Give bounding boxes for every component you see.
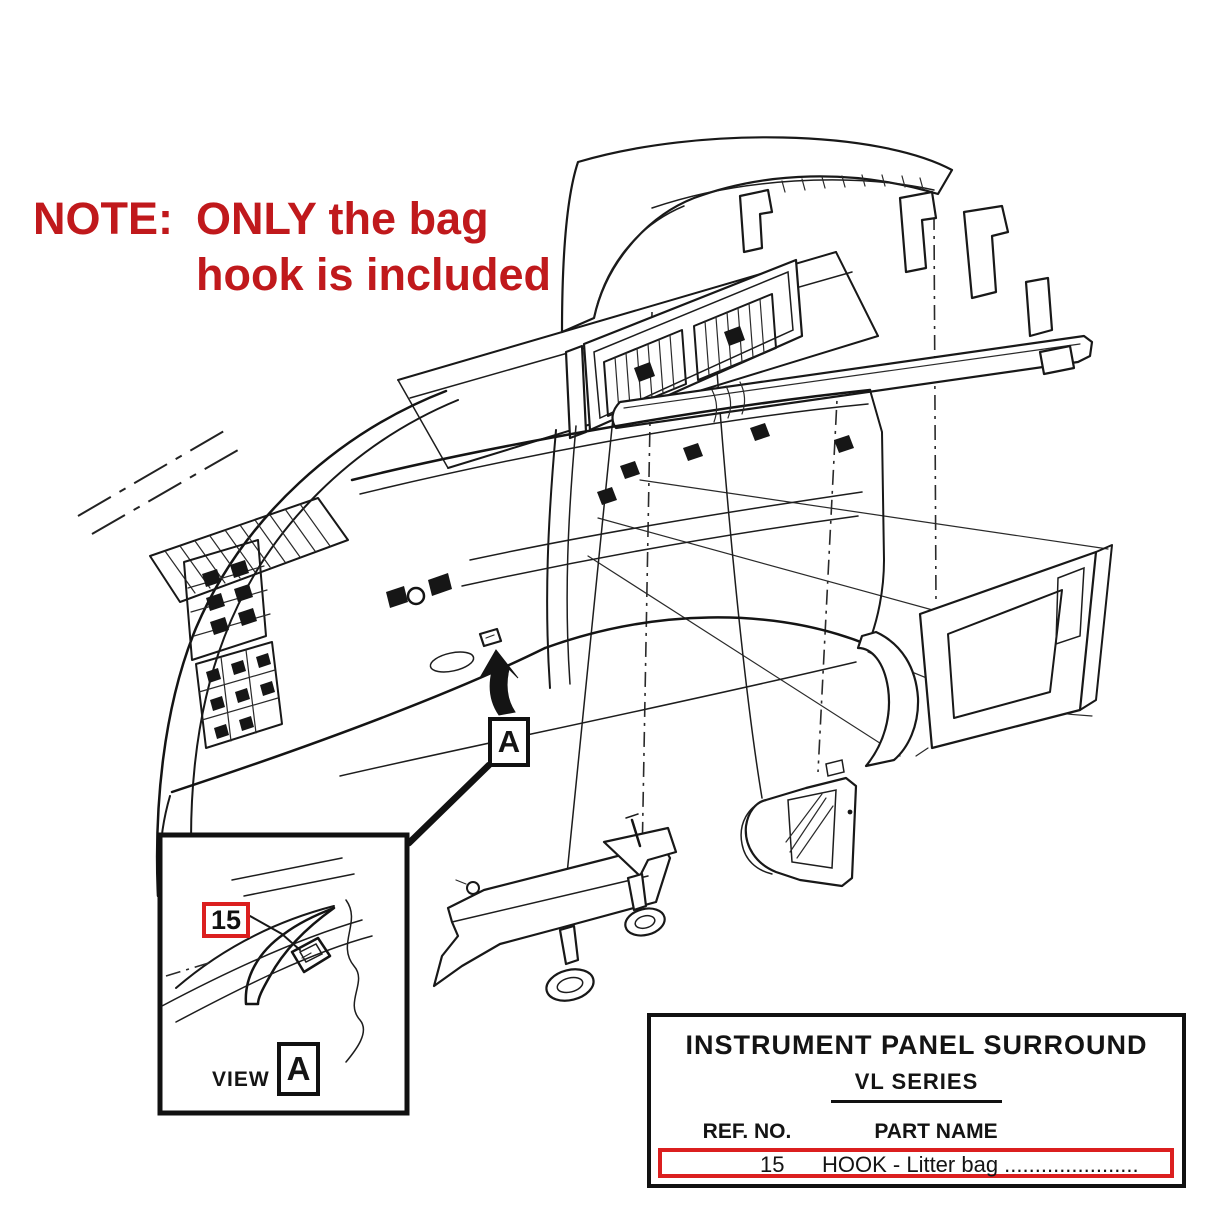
dash-badge [386,573,452,608]
highlighted-part-row: 15 HOOK - Litter bag ...................… [658,1148,1174,1178]
part-row-ref-no: 15 [760,1152,785,1177]
pad-hatch-ticks [781,174,924,193]
top-pad [560,136,954,334]
inset-view-a-letter: A [286,1050,311,1087]
inset-hook-detail [290,936,332,974]
ref-15-label: 15 [210,904,242,935]
column-header-part-name: PART NAME [874,1120,998,1143]
defroster-grille [149,497,349,603]
sketch-marks [711,381,746,423]
bracket-piece [740,759,858,888]
windshield-lines [77,430,239,535]
inset-view-a-box: A [277,1042,320,1096]
column-header-ref-no: REF. NO. [702,1120,792,1143]
note-line-1: ONLY the bag [196,193,489,244]
view-a-callout-box: A [488,717,530,767]
litter-bag-hook [478,627,503,648]
pad-bracket-left [738,188,774,254]
latch-oval [429,651,475,673]
push-pin-2 [624,872,666,937]
parts-table-title: INSTRUMENT PANEL SURROUND [685,1030,1148,1060]
cluster-vent-upper [183,539,271,661]
view-a-callout-letter: A [497,724,521,759]
kick-panel [432,813,678,1002]
pad-bracket-right [898,190,938,274]
right-frame-piece [856,544,1113,768]
right-support [962,204,1054,338]
arrow-up-icon [479,649,519,716]
parts-table: INSTRUMENT PANEL SURROUND VL SERIES REF.… [647,1013,1186,1188]
center-vent-assembly [564,258,804,440]
cluster-vent-lower [195,641,283,749]
note-prefix: NOTE: [33,193,173,244]
view-label: VIEW [212,1068,270,1091]
ref-15-box: 15 [202,902,250,938]
push-pin-1 [545,924,595,1002]
part-row-name: HOOK - Litter bag ...................... [822,1152,1139,1177]
a-pillar-curves [155,389,459,904]
fastener-clips [597,423,854,505]
inset-leader-line [405,761,493,847]
note-line-2: hook is included [196,249,552,300]
parts-table-series: VL SERIES [651,1069,1182,1103]
lower-rail [611,334,1094,430]
